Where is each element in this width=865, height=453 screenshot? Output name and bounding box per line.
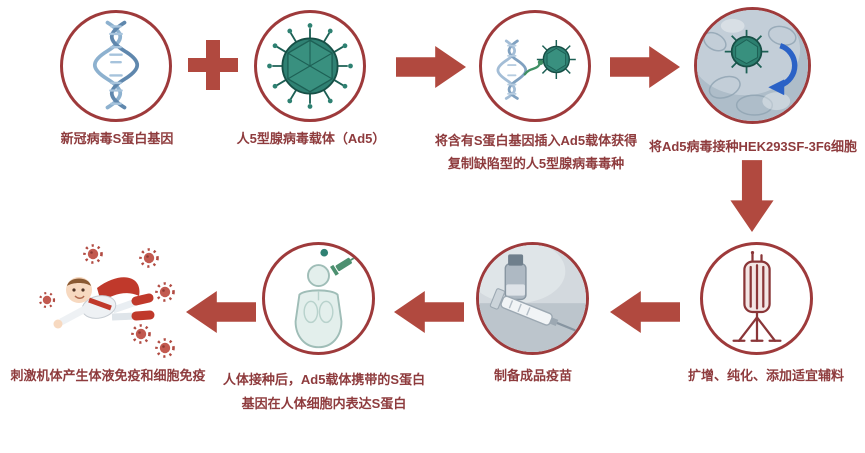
label-expression-line2: 基因在人体细胞内表达S蛋白: [241, 396, 407, 411]
step-circle-ad5-vector: [254, 10, 366, 122]
label-expression: 人体接种后，Ad5载体携带的S蛋白 基因在人体细胞内表达S蛋白: [214, 368, 434, 416]
step-circle-human-expression: [262, 242, 375, 355]
step-circle-gene-insertion: [479, 10, 591, 122]
gene-insertion-icon: [496, 39, 576, 100]
label-gene-insertion-line1: 将含有S蛋白基因插入Ad5载体获得: [434, 133, 638, 148]
flow-arrow-left-2: [394, 289, 464, 335]
plus-icon: [188, 40, 238, 90]
adenovirus-icon: [267, 23, 353, 109]
superhero-illustration: [36, 240, 178, 362]
flow-arrow-left-1: [610, 289, 680, 335]
label-amplification: 扩增、纯化、添加适宜辅料: [687, 368, 844, 383]
label-expression-line1: 人体接种后，Ad5载体携带的S蛋白: [222, 372, 426, 387]
virus-particle-icon: [83, 244, 103, 264]
label-s-gene: 新冠病毒S蛋白基因: [60, 131, 174, 146]
superhero-immunity-cartoon: [38, 244, 175, 358]
virus-particle-icon: [131, 324, 151, 344]
label-vaccine-preparation: 制备成品疫苗: [493, 368, 572, 383]
flow-arrow-left-3: [186, 289, 256, 335]
vaccine-vial-photo: [479, 245, 586, 352]
label-gene-insertion: 将含有S蛋白基因插入Ad5载体获得 复制缺陷型的人5型腺病毒毒种: [424, 129, 648, 175]
virus-particle-icon: [38, 291, 56, 309]
step-circle-s-gene: [60, 10, 172, 122]
virus-particle-icon: [139, 248, 159, 268]
step-circle-vaccine-preparation: [476, 242, 589, 355]
virus-particle-icon: [155, 338, 175, 358]
step-circle-cell-inoculation: [694, 7, 811, 124]
label-ad5-vector: 人5型腺病毒载体（Ad5）: [236, 131, 386, 146]
superhero-figure: [53, 277, 155, 329]
cell-culture-photo: [697, 10, 808, 121]
dna-helix-icon: [92, 20, 140, 110]
virus-particle-icon: [155, 282, 175, 302]
human-body-icon: [294, 248, 359, 349]
flow-arrow-right-1: [396, 44, 466, 90]
step-circle-amplification: [700, 242, 813, 355]
flow-arrow-down: [729, 160, 775, 232]
bioreactor-icon: [731, 250, 782, 342]
label-cell-inoculation: 将Ad5病毒接种HEK293SF-3F6细胞: [648, 139, 858, 154]
label-immunity: 刺激机体产生体液免疫和细胞免疫: [10, 368, 206, 383]
flow-arrow-right-2: [610, 44, 680, 90]
label-gene-insertion-line2: 复制缺陷型的人5型腺病毒毒种: [447, 156, 625, 171]
